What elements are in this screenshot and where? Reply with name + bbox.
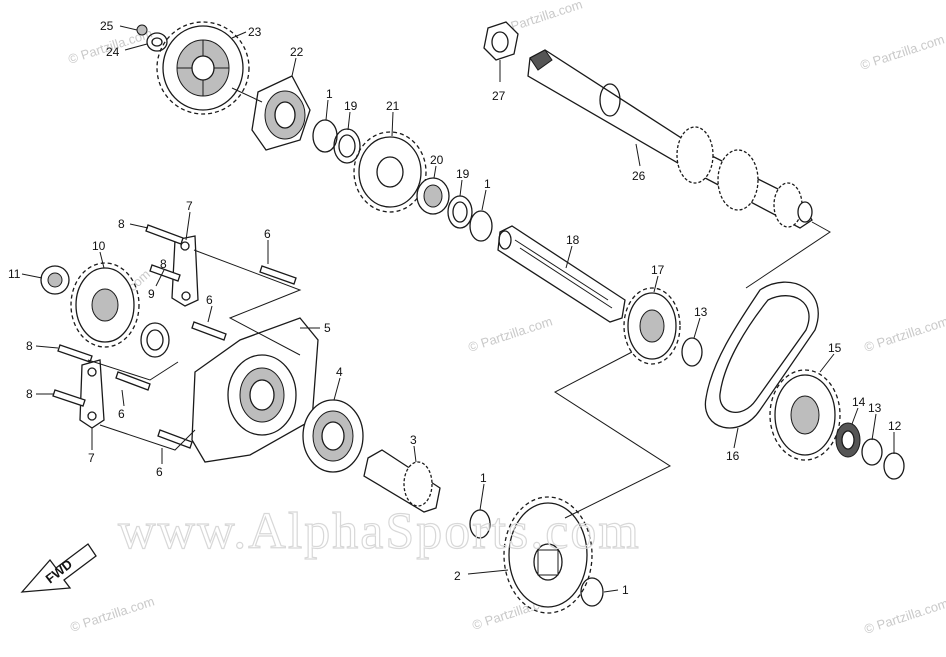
callout-13: 13 <box>868 401 882 415</box>
callout-7: 7 <box>186 199 193 213</box>
forward-arrow-icon: FWD <box>20 543 97 593</box>
watermark-small: © Partzilla.com <box>68 594 156 635</box>
callout-24: 24 <box>106 45 120 59</box>
bracket-7-bottom <box>79 359 105 429</box>
nut-27 <box>483 21 519 61</box>
callout-11: 11 <box>8 267 21 281</box>
callout-1: 1 <box>484 177 491 191</box>
callout-labels: 25 24 23 22 1 19 21 20 19 1 27 26 18 17 … <box>8 19 902 597</box>
bearing-20 <box>416 177 450 215</box>
circlip-13-right <box>861 438 883 466</box>
shaft-18 <box>497 225 626 323</box>
callout-26: 26 <box>632 169 646 183</box>
bracket-7-top <box>171 235 199 307</box>
callout-17: 17 <box>651 263 665 277</box>
output-shaft-3 <box>363 449 441 513</box>
callout-8: 8 <box>26 339 33 353</box>
leader-lines <box>21 25 895 593</box>
callout-20: 20 <box>430 153 444 167</box>
callout-19: 19 <box>344 99 358 113</box>
gear-10 <box>70 262 140 348</box>
callout-27: 27 <box>492 89 506 103</box>
callout-16: 16 <box>726 449 740 463</box>
callout-21: 21 <box>386 99 400 113</box>
callout-1: 1 <box>326 87 333 101</box>
callout-19: 19 <box>456 167 470 181</box>
callout-25: 25 <box>100 19 114 33</box>
bearing-4 <box>302 399 364 473</box>
callout-6: 6 <box>206 293 213 307</box>
callout-9: 9 <box>148 287 155 301</box>
nut-11 <box>40 265 70 295</box>
callout-10: 10 <box>92 239 106 253</box>
washer-19-top <box>333 128 361 164</box>
callout-8: 8 <box>160 257 167 271</box>
needle-bearing-14 <box>835 422 861 458</box>
watermark-small: © Partzilla.com <box>862 314 946 355</box>
callout-12: 12 <box>888 419 902 433</box>
circlip-13-mid <box>681 337 703 367</box>
guide-lines <box>87 87 831 519</box>
callout-18: 18 <box>566 233 580 247</box>
circlip-1-mid <box>469 210 493 242</box>
callout-1: 1 <box>480 471 487 485</box>
gearbox-housing-5 <box>191 317 319 463</box>
callout-1: 1 <box>622 583 629 597</box>
callout-6: 6 <box>264 227 271 241</box>
countershaft-26 <box>527 49 813 229</box>
callout-8: 8 <box>26 387 33 401</box>
sprocket-15 <box>769 369 841 461</box>
callout-22: 22 <box>290 45 304 59</box>
gear-23 <box>156 21 250 115</box>
gear-21 <box>353 131 427 213</box>
callout-23: 23 <box>248 25 262 39</box>
watermark-small: © Partzilla.com <box>862 596 946 637</box>
bolts <box>52 224 297 449</box>
callout-3: 3 <box>410 433 417 447</box>
washer-24 <box>146 32 168 52</box>
callout-2: 2 <box>454 569 461 583</box>
bearing-holder-22 <box>251 75 311 151</box>
callout-7: 7 <box>88 451 95 465</box>
washer-19-mid <box>447 195 473 229</box>
callout-4: 4 <box>336 365 343 379</box>
callout-14: 14 <box>852 395 866 409</box>
callout-6: 6 <box>156 465 163 479</box>
callout-13: 13 <box>694 305 708 319</box>
callout-15: 15 <box>828 341 842 355</box>
washer-9 <box>140 322 170 358</box>
gear-2 <box>503 496 593 614</box>
drive-chain-16 <box>704 281 819 429</box>
callout-5: 5 <box>324 321 331 335</box>
callout-8: 8 <box>118 217 125 231</box>
gear-17 <box>623 287 681 365</box>
nut-25 <box>136 24 148 36</box>
watermark-main: www.AlphaSports.com <box>118 503 641 560</box>
circlip-1-bottom <box>580 577 604 607</box>
callout-6: 6 <box>118 407 125 421</box>
circlip-12 <box>883 452 905 480</box>
watermark-small: © Partzilla.com <box>466 314 554 355</box>
watermark-small: © Partzilla.com <box>858 32 946 73</box>
